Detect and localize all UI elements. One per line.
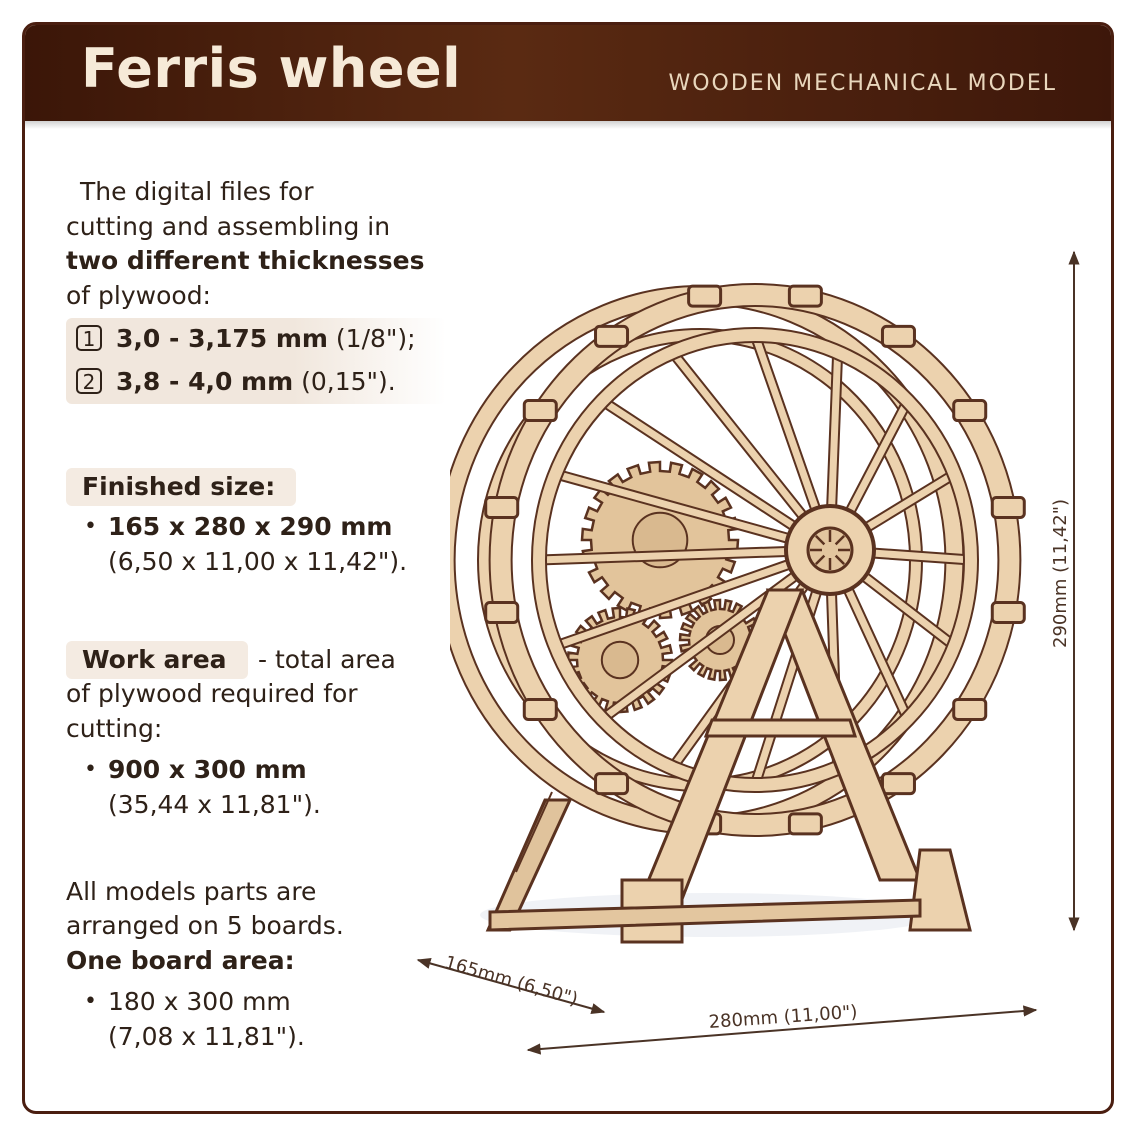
gondola-14 — [880, 324, 916, 348]
finished-size-bullet: • — [84, 514, 97, 539]
work-area-desc-2: of plywood required for — [66, 679, 358, 708]
boards-line-2: arranged on 5 boards. — [66, 911, 344, 940]
gondola-4 — [787, 812, 823, 836]
support-frame — [485, 588, 972, 944]
board-area-label: One board area: — [66, 946, 295, 975]
hub-mark-8 — [834, 534, 846, 546]
gondola-1 — [990, 600, 1026, 624]
gondolas — [484, 284, 1026, 836]
option-value-2: 3,8 - 4,0 mm — [116, 367, 294, 396]
gondola-11 — [594, 324, 630, 348]
gondola-16 — [990, 496, 1026, 520]
gondola-3 — [880, 772, 916, 796]
spoke-8 — [551, 546, 834, 650]
thickness-option-1: 1 3,0 - 3,175 mm (1/8"); — [76, 322, 416, 357]
gondola-10 — [522, 399, 558, 423]
page-subtitle: WOODEN MECHANICAL MODEL — [668, 71, 1057, 96]
finished-size-label: Finished size: — [82, 472, 276, 501]
front-outer-rim — [490, 285, 1020, 835]
board-area-bullet: • — [84, 989, 97, 1014]
header-bar: Ferris wheel WOODEN MECHANICAL MODEL — [25, 25, 1111, 121]
gondola-12 — [687, 284, 723, 308]
right-foot — [908, 848, 972, 932]
work-area-bullet: • — [84, 757, 97, 782]
gondola-15 — [952, 399, 988, 423]
thickness-option-2: 2 3,8 - 4,0 mm (0,15"). — [76, 365, 396, 400]
wheel-rim-front — [488, 283, 1022, 837]
cross-brace — [703, 718, 858, 738]
gear-hub-2 — [600, 640, 640, 680]
ladder — [509, 791, 553, 881]
page-title: Ferris wheel — [81, 37, 462, 100]
ferris-wheel-illustration — [450, 283, 1026, 944]
option-inch-2: (0,15"). — [301, 367, 396, 396]
header-shadow — [25, 121, 1111, 129]
hub-mark-2 — [834, 554, 846, 566]
gondola-13 — [787, 284, 823, 308]
work-area-desc-3: cutting: — [66, 714, 163, 743]
finished-size-pill — [66, 468, 296, 506]
option-value-1: 3,0 - 3,175 mm — [116, 324, 328, 353]
intro-line-4: of plywood: — [66, 281, 211, 310]
gondola-6 — [594, 772, 630, 796]
thickness-box — [66, 318, 446, 404]
intro-line-1: The digital files for — [80, 177, 314, 206]
front-inner-rim — [533, 329, 977, 791]
gondola-8 — [484, 600, 520, 624]
gondola-9 — [484, 496, 520, 520]
spoke-10 — [551, 470, 834, 554]
hub-mark-6 — [814, 534, 826, 546]
work-area-desc-1: - total area — [258, 645, 396, 674]
base-board — [488, 898, 922, 932]
hub — [784, 504, 876, 596]
board-area-inch: (7,08 x 11,81"). — [108, 1022, 305, 1051]
spoke-9 — [535, 546, 834, 564]
work-area-pill — [66, 641, 248, 679]
intro-line-3: two different thicknesses — [66, 246, 425, 275]
boards-line-1: All models parts are — [66, 877, 317, 906]
gondola-2 — [952, 697, 988, 721]
hub-mark-4 — [814, 554, 826, 566]
finished-size-inch: (6,50 x 11,00 x 11,42"). — [108, 547, 408, 576]
gondola-7 — [522, 697, 558, 721]
intro-line-2: cutting and assembling in — [66, 212, 391, 241]
option-inch-1: (1/8"); — [335, 324, 416, 353]
work-area-mm: 900 x 300 mm — [108, 755, 307, 784]
work-area-inch: (35,44 x 11,81"). — [108, 790, 321, 819]
work-area-label: Work area — [82, 645, 227, 674]
finished-size-mm: 165 x 280 x 290 mm — [108, 512, 393, 541]
option-number-1: 1 — [76, 325, 102, 351]
spoke-7 — [598, 546, 834, 723]
hub-marks — [810, 530, 850, 570]
option-number-2: 2 — [76, 368, 102, 394]
board-area-mm: 180 x 300 mm — [108, 987, 291, 1016]
